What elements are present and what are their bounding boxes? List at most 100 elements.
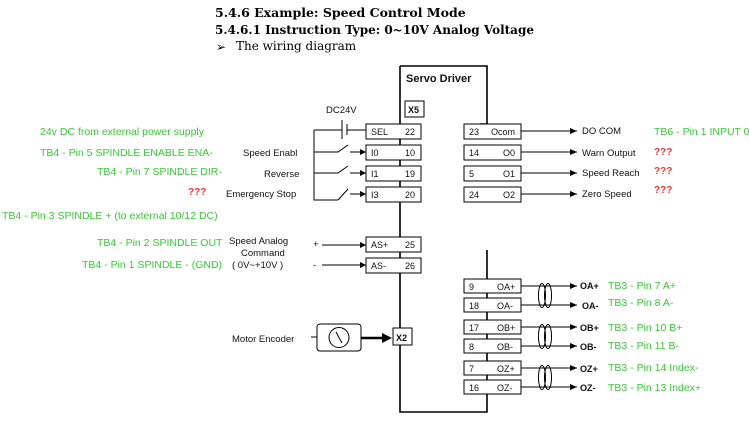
twist-oa-1 [538,283,546,308]
wire-oz [521,367,577,388]
pin-num-sel: 22 [405,127,415,137]
pin-code-as-plus: AS+ [371,240,388,250]
subsection-title: 5.4.6.1 Instruction Type: 0~10V Analog V… [215,23,534,37]
signal-oz-minus: OZ- [580,383,596,393]
signal-ob-minus: OB- [580,342,597,352]
pin-code-o2: O2 [503,190,515,200]
pin-num-as-minus: 26 [405,261,415,271]
pin-code-ob-minus: OB- [497,342,513,352]
pin-num-oz-minus: 16 [469,383,479,393]
supply-wire [313,129,366,201]
wire-oa [521,285,577,306]
wire-ob [521,326,577,347]
pin-num-i3: 20 [405,190,415,200]
section-title: 5.4.6 Example: Speed Control Mode [215,5,466,20]
note-ob-plus: TB3 - Pin 10 B+ [608,322,682,334]
note-ob-minus: TB3 - Pin 11 B- [608,340,680,352]
signal-oa-minus: OA- [582,301,599,311]
signal-oa-plus: OA+ [580,281,599,291]
note-o0: ??? [654,147,672,158]
note-o2: ??? [654,185,672,196]
note-ocom: TB6 - Pin 1 INPUT 0 [654,126,749,138]
x2-label: X2 [396,333,407,343]
pin-code-as-minus: AS- [371,261,386,271]
pin-box-sel [365,123,422,140]
note-o1: ??? [654,166,672,177]
pin-code-oa-plus: OA+ [497,282,515,292]
x5-label: X5 [408,105,419,115]
x5-connector [404,100,425,118]
twist-ob-1 [538,324,546,349]
pin-code-oz-minus: OZ- [497,383,513,393]
pin-code-i3: I3 [371,190,379,200]
encoder-outputs: 9 OA+ 18 OA- OA+ OA- TB3 - Pin 7 A+ TB3 … [463,278,701,395]
note-oz-plus: TB3 - Pin 14 Index- [608,362,699,374]
note-analog-top: TB4 - Pin 3 SPINDLE + (to external 10/12… [2,210,218,222]
signal-label-i0: Speed Enabl [243,148,297,159]
analog-minus: - [313,260,316,271]
analog-label-line3: ( 0V~+10V ) [232,260,283,271]
arrow-oz-plus-icon [570,365,577,371]
pin-num-ocom: 23 [469,127,479,137]
switch-i1 [314,165,366,174]
signal-ob-plus: OB+ [580,323,599,333]
signal-label-o2: Zero Speed [582,189,632,200]
note-oa-plus: TB3 - Pin 7 A+ [608,280,676,292]
arrow-oz-minus-icon [570,384,577,390]
note-i3: ??? [188,187,206,198]
signal-label-i1: Reverse [264,169,299,180]
pin-num-o1: 5 [469,169,474,179]
pin-code-i0: I0 [371,148,379,158]
encoder-disc-icon [328,327,350,348]
arrow-ob-plus-icon [570,324,577,330]
pin-num-oa-minus: 18 [469,301,479,311]
analog-label-line2: Command [241,248,285,259]
pin-code-ocom: Ocom [491,127,515,137]
twist-ob-2 [544,324,552,349]
pin-code-oa-minus: OA- [497,301,513,311]
note-i0: TB4 - Pin 5 SPINDLE ENABLE ENA- [40,147,213,159]
pin-num-i1: 19 [405,169,415,179]
bullet-text: The wiring diagram [236,39,357,53]
note-i1: TB4 - Pin 7 SPINDLE DIR- [97,166,222,178]
pin-num-o2: 24 [469,190,479,200]
arrow-i1-icon [360,170,366,176]
note-oz-minus: TB3 - Pin 13 Index+ [608,382,701,394]
twist-oa-2 [544,283,552,308]
note-as-plus: TB4 - Pin 2 SPINDLE OUT [97,237,223,249]
pin-code-ob-plus: OB+ [497,323,515,333]
encoder-arrow-icon [382,333,392,343]
pin-code-i1: I1 [371,169,379,179]
note-oa-minus: TB3 - Pin 8 A- [608,297,674,309]
power-label: DC24V [326,105,357,116]
pin-num-ob-plus: 17 [469,323,479,333]
signal-oz-plus: OZ+ [580,364,598,374]
encoder-mark [335,331,343,344]
note-as-minus: TB4 - Pin 1 SPINDLE - (GND) [82,259,222,271]
x2-connector [392,327,413,346]
pin-code-oz-plus: OZ+ [497,364,515,374]
pin-num-as-plus: 25 [405,240,415,250]
arrow-i3-icon [360,191,366,197]
arrow-oa-plus-icon [570,283,577,289]
signal-label-o0: Warn Output [582,148,636,159]
note-sel: 24v DC from external power supply [40,126,205,138]
analog-plus: + [313,239,319,250]
pin-num-o0: 14 [469,148,479,158]
pin-num-i0: 10 [405,148,415,158]
signal-label-i3: Emergency Stop [226,189,296,200]
pin-num-oz-plus: 7 [469,364,474,374]
arrow-i0-icon [360,149,366,155]
bullet-arrow-icon: ➢ [216,40,226,54]
arrow-ocom-icon [570,128,577,134]
left-inputs: SEL 22 24v DC from external power supply… [40,123,422,203]
right-outputs: 23 Ocom DO COM TB6 - Pin 1 INPUT 0 14 O0… [463,123,749,203]
signal-label-o1: Speed Reach [582,168,640,179]
pin-code-o0: O0 [503,148,515,158]
analog-label-line1: Speed Analog [229,236,288,247]
pin-num-ob-minus: 8 [469,342,474,352]
pin-code-o1: O1 [503,169,515,179]
arrow-o1-icon [570,170,577,176]
pin-num-oa-plus: 9 [469,282,474,292]
